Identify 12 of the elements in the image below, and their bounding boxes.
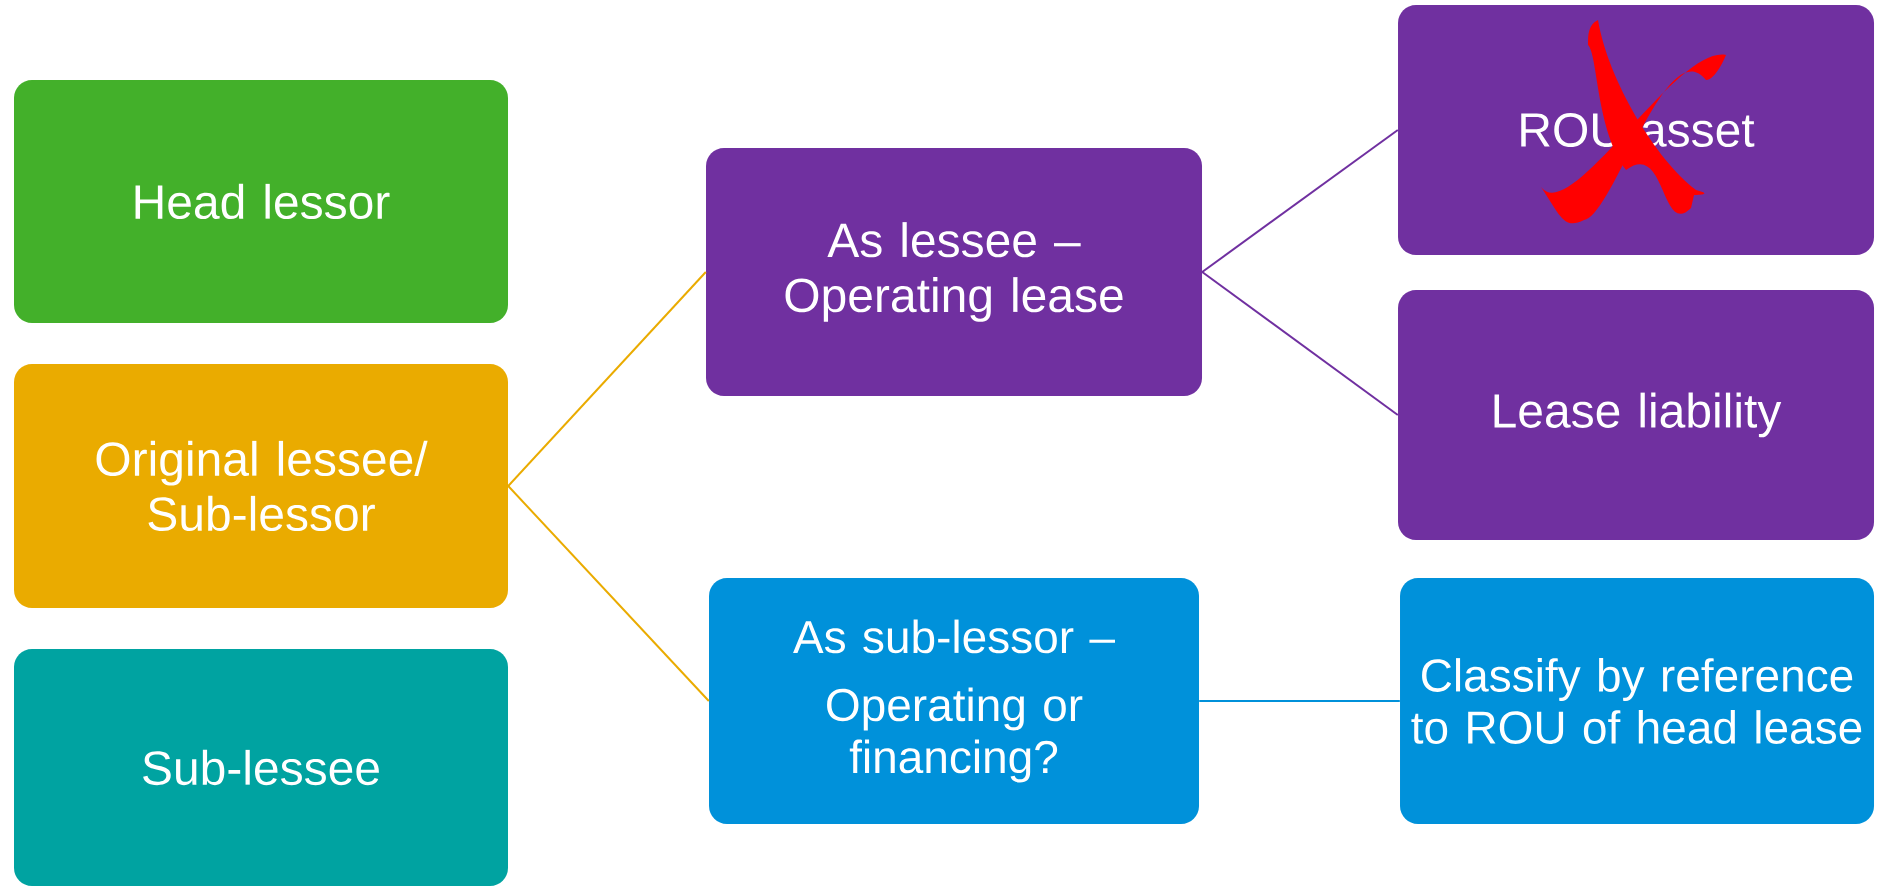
connector-line [507, 271, 707, 487]
role-box: Head lessor [14, 80, 508, 323]
outcome-box: Lease liability [1398, 290, 1874, 540]
treatment-box: As lessee – Operating lease [706, 148, 1202, 396]
treatment-box: As sub-lessor – Operating or financing? [709, 578, 1199, 824]
outcome-box: Classify by reference to ROU of head lease [1400, 578, 1874, 824]
connector-line [1201, 271, 1399, 416]
role-box: Original lessee/ Sub-lessor [14, 364, 508, 608]
role-box: Sub-lessee [14, 649, 508, 886]
connector-line [1201, 129, 1399, 273]
connector-line [507, 485, 710, 702]
connector-line [1198, 700, 1401, 702]
